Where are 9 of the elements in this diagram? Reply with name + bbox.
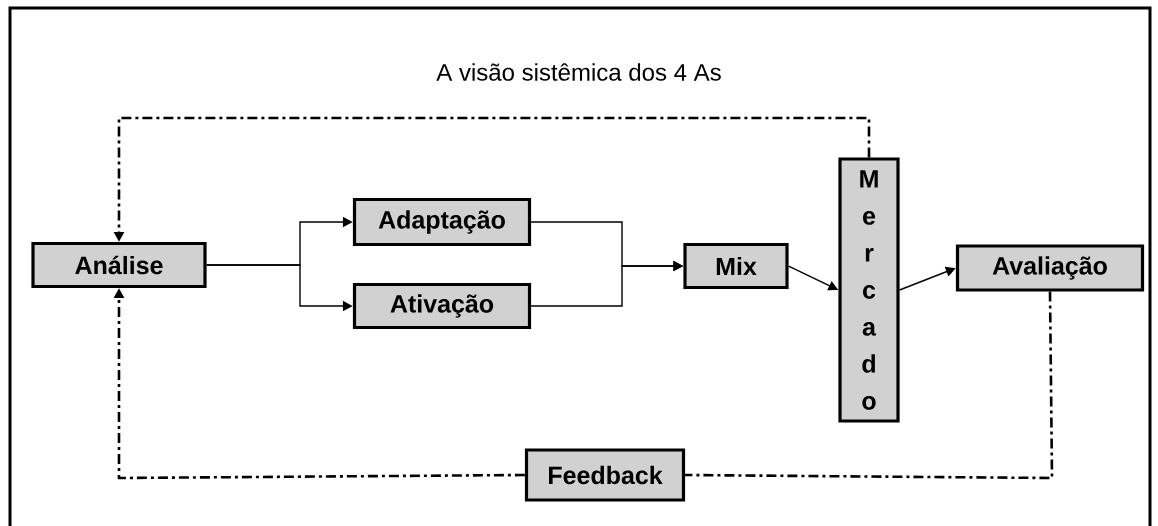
process-box: Mix [683,242,789,290]
process-box: Análise [31,241,207,289]
process-box: Adaptação [352,197,532,247]
process-box: Ativação [352,282,532,330]
title: A visão sistêmica dos 4 As [436,63,721,81]
process-box: Mercado [838,157,900,423]
process-box: Avaliação [955,244,1145,292]
arrow [898,266,956,291]
process-box: Feedback [524,448,686,502]
